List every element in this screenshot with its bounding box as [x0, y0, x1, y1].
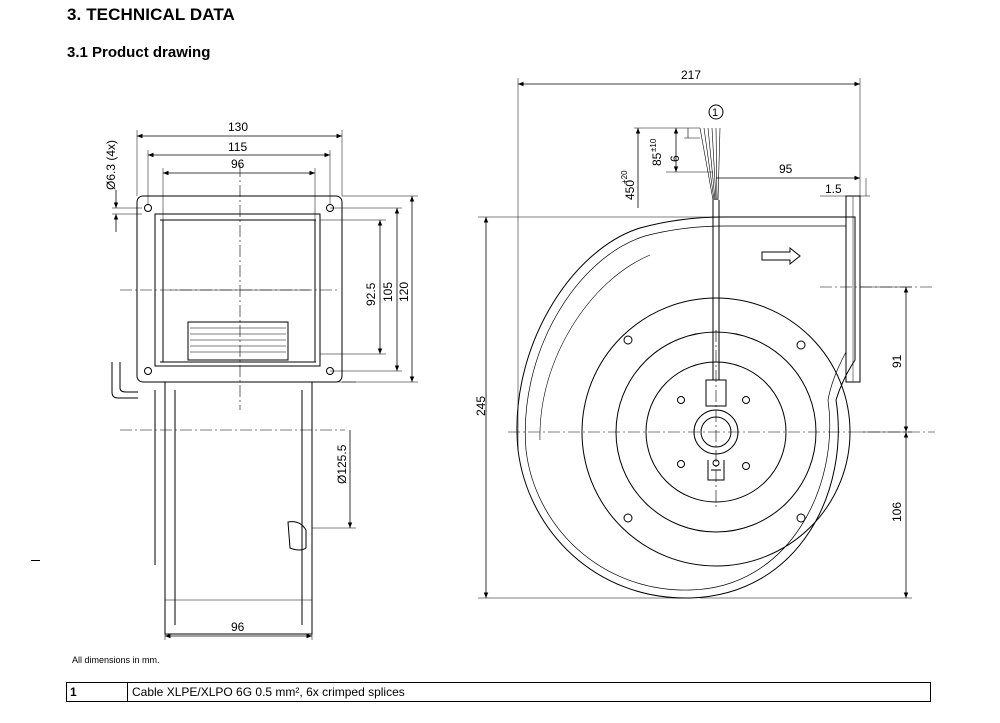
dim-height-92-5: 92.5	[364, 282, 378, 306]
dim-strip-85-tol: ±10	[649, 138, 658, 152]
dim-width-96-bottom: 96	[231, 620, 245, 634]
dim-offset-95: 95	[779, 162, 793, 176]
dim-inlet-dia: Ø125.5	[335, 444, 349, 484]
front-view	[478, 78, 935, 599]
dim-hole-dia: Ø6.3 (4x)	[104, 140, 118, 190]
subsection-title: 3.1 Product drawing	[67, 44, 211, 61]
margin-mark	[31, 560, 40, 561]
legend-table: 1 Cable XLPE/XLPO 6G 0.5 mm², 6x crimped…	[66, 682, 931, 702]
dim-flange-1-5: 1.5	[825, 182, 842, 196]
dim-cable-450: 450	[623, 180, 637, 200]
dim-strip-85: 85	[650, 152, 664, 166]
dim-height-245: 245	[474, 396, 488, 416]
dim-height-120: 120	[397, 282, 411, 302]
dim-outlet-91: 91	[890, 354, 904, 368]
dim-outlet-106: 106	[890, 502, 904, 522]
side-view	[111, 130, 418, 640]
dim-strip-6: 6	[668, 155, 682, 162]
dim-width-130: 130	[228, 120, 248, 134]
units-note: All dimensions in mm.	[72, 655, 160, 665]
dim-width-96-top: 96	[231, 157, 245, 171]
dim-cable-450-tol: +20	[620, 170, 629, 184]
legend-number: 1	[67, 683, 128, 701]
dim-width-115: 115	[228, 140, 247, 154]
cable-callout-label: 1	[712, 107, 718, 119]
dim-width-217: 217	[681, 68, 701, 82]
legend-description: Cable XLPE/XLPO 6G 0.5 mm², 6x crimped s…	[132, 685, 405, 699]
section-title: 3. TECHNICAL DATA	[67, 5, 235, 24]
dim-height-105: 105	[381, 282, 395, 302]
